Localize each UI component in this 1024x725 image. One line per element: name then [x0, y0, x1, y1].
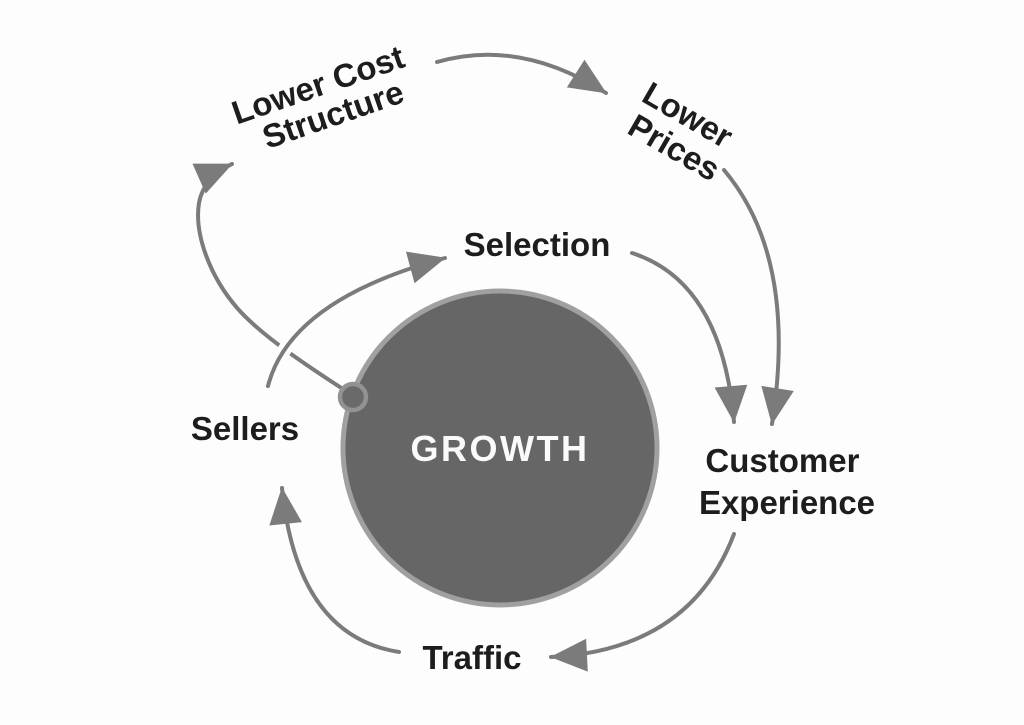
label-traffic: Traffic	[422, 639, 521, 676]
label-customer-experience-line2: Experience	[699, 484, 875, 521]
label-customer-experience-line1: Customer	[705, 442, 859, 479]
flywheel-hub-node-icon	[337, 381, 369, 413]
growth-circle	[340, 288, 660, 608]
label-sellers: Sellers	[191, 410, 299, 447]
arrow-sellers-to-selection	[266, 251, 447, 388]
arrow-growth-to-lower-cost-structure	[192, 162, 348, 393]
arrow-lower-prices-to-customer-experience	[722, 168, 794, 426]
arrow-customer-experience-to-traffic	[549, 532, 736, 672]
center-label: GROWTH	[411, 428, 590, 469]
label-customer-experience: Customer Experience	[699, 442, 875, 521]
label-selection: Selection	[464, 226, 611, 263]
arrow-selection-to-customer-experience	[630, 251, 748, 424]
label-lower-cost-structure: Lower Cost Structure	[227, 35, 428, 163]
arrow-lower-cost-structure-to-lower-prices	[435, 52, 608, 95]
arrow-traffic-to-sellers	[269, 486, 401, 654]
